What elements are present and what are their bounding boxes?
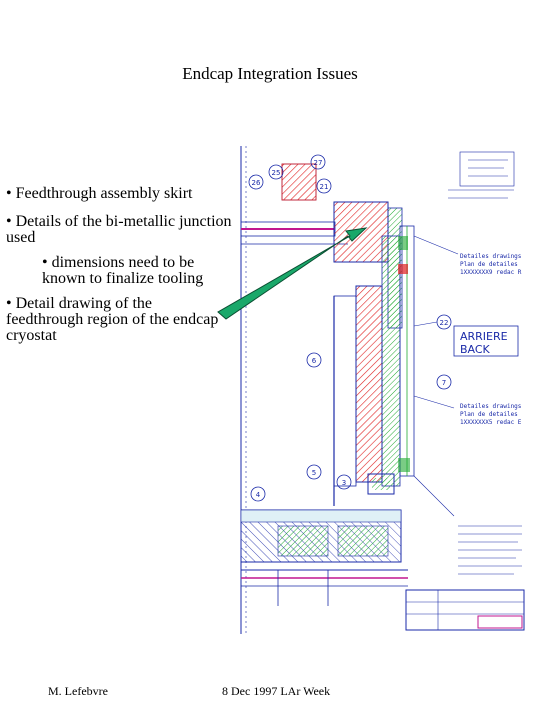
- bullet-bimetallic-junction: • Details of the bi-metallic junction us…: [6, 213, 232, 246]
- bullet-detail-drawing: • Detail drawing of the feedthrough regi…: [6, 295, 219, 344]
- arriere-label: ARRIERE: [460, 330, 508, 343]
- callout-22: 22: [436, 314, 452, 330]
- bullet-dimensions-tooling: • dimensions need to be known to finaliz…: [42, 254, 204, 287]
- callout-5: 5: [306, 464, 322, 480]
- callout-6: 6: [306, 352, 322, 368]
- detail-b-line2: Plan de detailes: [460, 411, 518, 418]
- callout-25: 25: [268, 164, 284, 180]
- slide-title: Endcap Integration Issues: [182, 64, 358, 83]
- callout-21: 21: [316, 178, 332, 194]
- callout-3: 3: [336, 474, 352, 490]
- svg-text:21: 21: [320, 183, 329, 191]
- callout-7: 7: [436, 374, 452, 390]
- engineering-drawing: Detailes drawings Plan de detailes 1XXXX…: [240, 146, 525, 634]
- bullet-feedthrough-skirt: • Feedthrough assembly skirt: [6, 185, 193, 202]
- svg-text:7: 7: [442, 379, 446, 387]
- svg-text:22: 22: [440, 319, 449, 327]
- footer-author: M. Lefebvre: [48, 684, 108, 698]
- svg-text:26: 26: [252, 179, 261, 187]
- callout-26: 26: [248, 174, 264, 190]
- detail-a-line1: Detailes drawings: [460, 253, 522, 260]
- svg-text:27: 27: [314, 159, 323, 167]
- callout-27: 27: [310, 154, 326, 170]
- svg-text:25: 25: [272, 169, 281, 177]
- detail-a-line3: 1XXXXXXX9 redac R: [460, 269, 522, 276]
- detail-b-line3: 1XXXXXXX5 redac E: [460, 419, 522, 426]
- callout-4: 4: [250, 486, 266, 502]
- svg-text:6: 6: [312, 357, 317, 365]
- svg-text:5: 5: [312, 469, 316, 477]
- detail-a-line2: Plan de detailes: [460, 261, 518, 268]
- svg-text:3: 3: [342, 479, 346, 487]
- footer-date: 8 Dec 1997 LAr Week: [222, 684, 331, 698]
- back-label: BACK: [460, 343, 491, 356]
- detail-b-line1: Detailes drawings: [460, 403, 522, 410]
- svg-text:4: 4: [256, 491, 261, 499]
